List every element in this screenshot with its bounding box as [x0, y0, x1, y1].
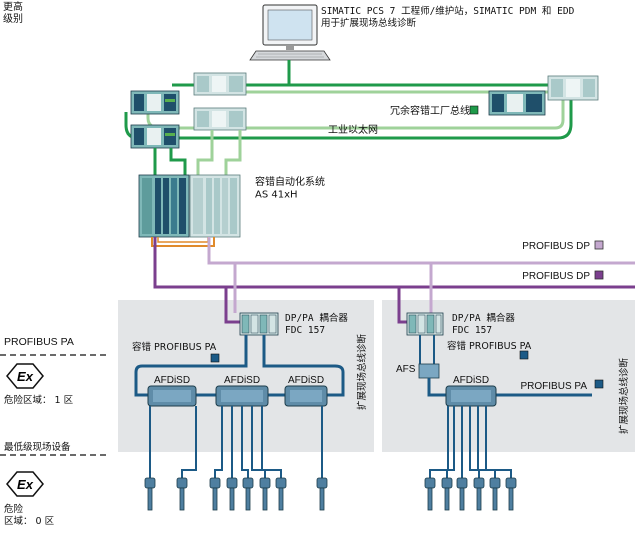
- as-41xh-rack: [138, 174, 241, 238]
- profibus-dp-label-2: PROFIBUS DP: [522, 271, 590, 282]
- ext-diag-left-label: 扩展现场总线诊断: [356, 334, 368, 411]
- afdisd-box-4: [445, 385, 497, 407]
- afdisd-box-3: [284, 385, 328, 407]
- profibus-dp-label-1: PROFIBUS DP: [522, 241, 590, 252]
- field-device: [176, 477, 188, 511]
- field-device: [242, 477, 254, 511]
- switch-bottom-left: [130, 124, 180, 149]
- afdisd-label-3: AFDiSD: [288, 375, 324, 386]
- redundant-plant-bus-label: 冗余容错工厂总线: [390, 104, 470, 117]
- profibus-dp-bus-dark: [153, 237, 635, 289]
- profibus-dp-legend-light: [594, 240, 604, 250]
- profibus-pa-legend-right: [594, 379, 604, 389]
- profibus-dp-legend-dark: [594, 270, 604, 280]
- field-devices: [144, 477, 517, 511]
- afdisd-label-2: AFDiSD: [224, 375, 260, 386]
- field-device: [144, 477, 156, 511]
- switch-mid-middle: [193, 107, 247, 131]
- hazard-zone0-label: 危险区域： 0 区: [4, 503, 55, 527]
- industrial-ethernet-label: 工业以太网: [328, 123, 378, 136]
- hazard-zone1-label: 危险区域： 1 区: [4, 394, 74, 406]
- dp-drop-left-dark: [224, 287, 240, 324]
- field-device: [441, 477, 453, 511]
- afs-label: AFS: [396, 364, 416, 375]
- afdisd-box-1: [147, 385, 197, 407]
- field-device: [275, 477, 287, 511]
- ex-symbol-zone1: Ex: [6, 363, 44, 389]
- profibus-pa-right-label: PROFIBUS PA: [521, 381, 588, 392]
- pa-ring-left: [134, 335, 345, 397]
- as-link-green-b: [169, 148, 187, 175]
- pa-right-afs-to-afdisd: [427, 378, 446, 397]
- ft-pa-legend-left: [210, 353, 220, 363]
- field-device: [226, 477, 238, 511]
- afdisd-box-2: [215, 385, 269, 407]
- field-device: [259, 477, 271, 511]
- ext-diag-right-label: 扩展现场总线诊断: [618, 358, 630, 435]
- field-device: [505, 477, 517, 511]
- dp-pa-coupler-right: [406, 312, 444, 336]
- afs-module: [418, 363, 440, 379]
- field-spurs: [149, 406, 512, 478]
- field-device: [456, 477, 468, 511]
- pa-right-coupler-to-afs: [419, 335, 435, 365]
- as-link-light-b: [224, 130, 242, 175]
- ex-symbol-zone0: Ex: [6, 471, 44, 497]
- switch-top-middle: [193, 72, 247, 96]
- field-device: [473, 477, 485, 511]
- ft-pa-left-label: 容错 PROFIBUS PA: [132, 341, 217, 353]
- lowest-field-label: 最低级现场设备: [4, 441, 71, 453]
- field-device: [209, 477, 221, 511]
- field-device: [489, 477, 501, 511]
- sync-cable: [151, 237, 215, 247]
- higher-level-label: 更高级别: [3, 0, 23, 25]
- afdisd-label-4: AFDiSD: [453, 375, 489, 386]
- dp-pa-coupler-left: [239, 312, 279, 336]
- svg-text:Ex: Ex: [17, 369, 34, 384]
- field-device: [316, 477, 328, 511]
- ft-pa-right-label: 容错 PROFIBUS PA: [447, 340, 532, 352]
- svg-text:Ex: Ex: [17, 477, 34, 492]
- as-link-light-a: [196, 130, 214, 175]
- plant-bus-legend: [469, 105, 479, 115]
- dp-drop-right-dark: [397, 287, 407, 324]
- switch-right-top: [547, 75, 599, 101]
- switch-top-left: [130, 90, 180, 115]
- ft-pa-legend-right: [519, 350, 529, 360]
- switch-right-bottom: [488, 90, 546, 116]
- sync-cable-2: [157, 237, 209, 243]
- workstation: [249, 4, 331, 61]
- afdisd-label-1: AFDiSD: [154, 375, 190, 386]
- profibus-pa-left-label: PROFIBUS PA: [4, 336, 74, 348]
- field-device: [424, 477, 436, 511]
- profibus-dp-bus-light: [207, 237, 635, 265]
